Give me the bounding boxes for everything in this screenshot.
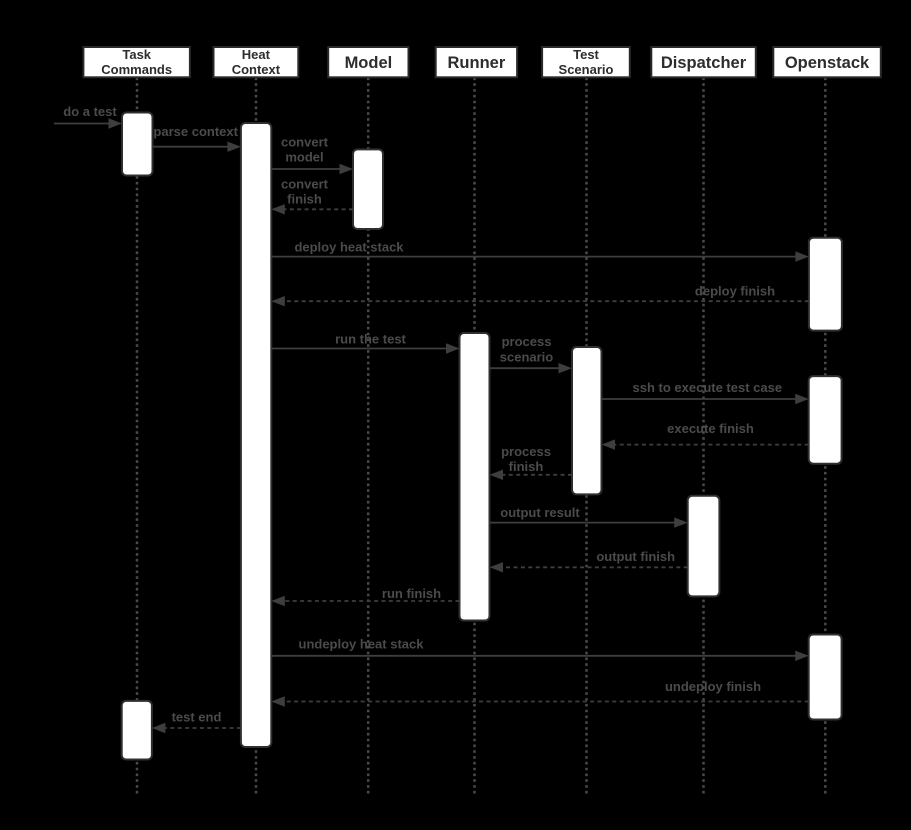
svg-text:undeploy heat stack: undeploy heat stack: [299, 637, 425, 652]
svg-text:Task: Task: [122, 47, 151, 62]
svg-text:Test: Test: [573, 47, 599, 62]
svg-text:finish: finish: [509, 459, 544, 474]
svg-text:output finish: output finish: [596, 549, 675, 564]
svg-text:finish: finish: [287, 192, 322, 207]
svg-text:process: process: [501, 444, 551, 459]
svg-text:model: model: [285, 150, 323, 165]
svg-text:Dispatcher: Dispatcher: [661, 54, 747, 72]
svg-text:ssh to execute test case: ssh to execute test case: [633, 380, 783, 395]
svg-text:parse context: parse context: [153, 124, 238, 139]
svg-text:Heat: Heat: [242, 47, 271, 62]
svg-text:do a test: do a test: [63, 104, 117, 119]
svg-text:Context: Context: [232, 62, 281, 77]
svg-text:scenario: scenario: [500, 350, 554, 365]
svg-text:process: process: [502, 334, 552, 349]
svg-text:Model: Model: [345, 54, 393, 72]
svg-text:Scenario: Scenario: [559, 62, 614, 77]
svg-text:undeploy finish: undeploy finish: [665, 679, 761, 694]
svg-text:run the test: run the test: [335, 332, 406, 347]
svg-text:convert: convert: [281, 135, 329, 150]
svg-text:Runner: Runner: [448, 54, 506, 72]
svg-text:execute finish: execute finish: [667, 421, 754, 436]
svg-text:test end: test end: [172, 709, 222, 724]
svg-text:Commands: Commands: [101, 62, 172, 77]
svg-text:deploy heat stack: deploy heat stack: [294, 240, 404, 255]
svg-text:run finish: run finish: [382, 586, 441, 601]
svg-text:output result: output result: [500, 505, 580, 520]
svg-text:Openstack: Openstack: [785, 54, 870, 72]
svg-text:deploy finish: deploy finish: [695, 284, 775, 299]
svg-text:convert: convert: [281, 177, 329, 192]
